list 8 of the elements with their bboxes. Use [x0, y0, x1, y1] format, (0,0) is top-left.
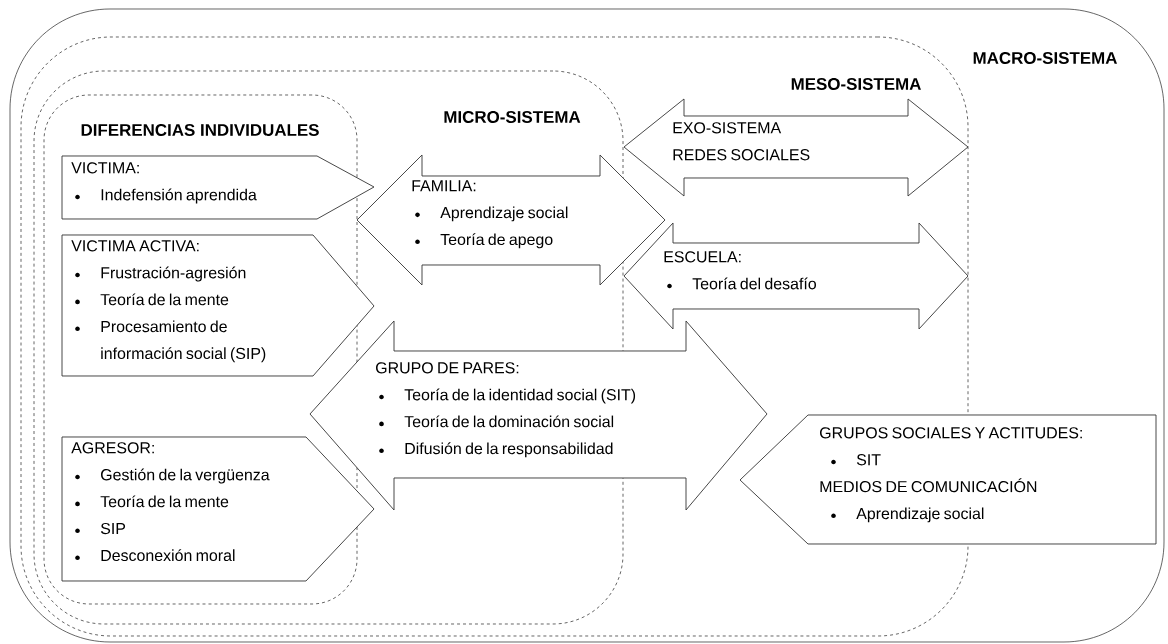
double-pointed-box: EXO-SISTEMA REDES SOCIALES	[623, 98, 969, 197]
double-pointed-box: ESCUELA: Teoría del desafío	[623, 222, 969, 330]
pentagon-box: GRUPOS SOCIALES Y ACTITUDES: SIT MEDIOS DE COMUNICACIÓN Aprendizaje social	[739, 414, 1157, 545]
double-pointed-box: GRUPO DE PARES: Teoría de la identidad social (SIT) Teoría de la dominación social Difusión de la responsabilidad	[309, 320, 768, 511]
node-label: SIT	[856, 454, 881, 466]
pentagon-box: VICTIMA ACTIVA: Frustración-agresión Teoría de la mente Procesamiento de información social (SIP)	[61, 234, 375, 377]
pentagon-box: AGRESOR: Gestión de la vergüenza Teoría de la mente SIP Desconexión moral	[61, 436, 375, 582]
pentagon-box: VICTIMA: Indefensión aprendida	[61, 155, 375, 220]
